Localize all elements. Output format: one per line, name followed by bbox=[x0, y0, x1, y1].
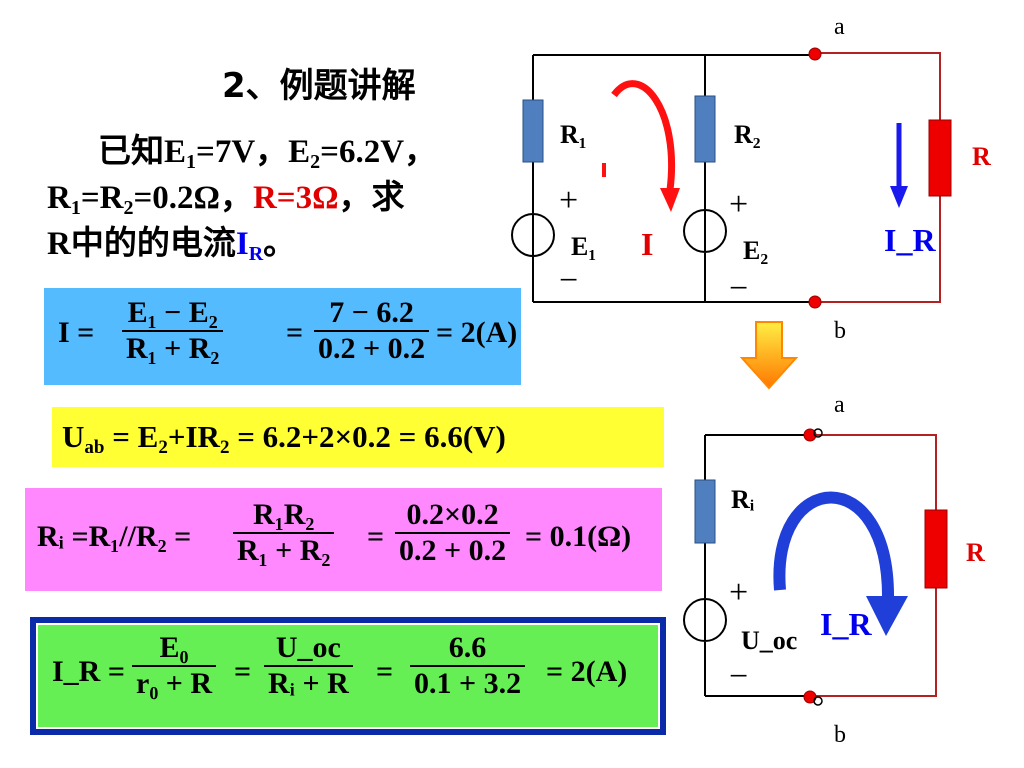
label-I: I bbox=[641, 226, 654, 262]
resistor-R-load bbox=[924, 509, 948, 589]
label-R1: R₁ bbox=[560, 120, 587, 149]
formula4-equals-2: = bbox=[376, 655, 394, 688]
given-resistance: R=3Ω bbox=[252, 180, 339, 216]
label-E2: E₂ bbox=[743, 236, 769, 265]
transform-arrow-down bbox=[739, 321, 799, 390]
formula3-equals: = bbox=[367, 520, 385, 553]
circuit-1 bbox=[511, 47, 952, 309]
label-R2: R₂ bbox=[734, 120, 761, 149]
problem-line-2: R1=R2=0.2Ω，R=3Ω，求 bbox=[47, 180, 405, 219]
label-Ri: Rᵢ bbox=[731, 485, 755, 514]
label-R-load: R bbox=[966, 538, 985, 567]
node-label-a-1: a bbox=[834, 14, 845, 40]
plus-E1: + bbox=[559, 182, 579, 219]
formula4-equals-1: = bbox=[234, 655, 252, 688]
label-E1: E₁ bbox=[571, 232, 597, 261]
node-label-a-2: a bbox=[834, 392, 845, 418]
target-current: IR bbox=[235, 226, 264, 265]
formula1-result: = 2(A) bbox=[436, 316, 518, 349]
load-current-arc-arrow bbox=[773, 491, 895, 601]
resistor-R2 bbox=[694, 95, 716, 163]
label-IR-1: I_R bbox=[884, 222, 936, 258]
terminal-a-1 bbox=[808, 47, 822, 61]
formula1-lhs: I = bbox=[58, 316, 95, 349]
slide-title: 2、例题讲解 bbox=[222, 66, 416, 106]
formula4-lhs: I_R = bbox=[52, 655, 125, 688]
minus-Uoc: − bbox=[729, 658, 749, 695]
formula4-result: = 2(A) bbox=[546, 655, 628, 688]
problem-line-1: 已知E1=7V，E2=6.2V， bbox=[98, 134, 438, 173]
minus-E1: − bbox=[559, 262, 579, 299]
terminal-a-2 bbox=[803, 428, 817, 442]
loop-current-arrow bbox=[611, 80, 675, 191]
resistor-R bbox=[928, 119, 952, 197]
terminal-b-1 bbox=[808, 295, 822, 309]
plus-E2: + bbox=[729, 186, 749, 223]
resistor-Ri bbox=[694, 479, 716, 544]
node-label-b-2: b bbox=[834, 722, 846, 748]
problem-line-3: R中的的电流IR。 bbox=[47, 226, 297, 265]
plus-Uoc: + bbox=[729, 574, 749, 611]
formula2-text: Uab = E2+IR2 = 6.2+2×0.2 = 6.6(V) bbox=[62, 419, 506, 458]
formula1-equals: = bbox=[286, 316, 304, 349]
node-label-b-1: b bbox=[834, 318, 846, 344]
formula3-result: = 0.1(Ω) bbox=[525, 520, 632, 553]
label-IR-2: I_R bbox=[820, 606, 872, 642]
resistor-R1 bbox=[522, 99, 544, 163]
label-R: R bbox=[972, 142, 991, 171]
formula-box-voltage-Uab: Uab = E2+IR2 = 6.2+2×0.2 = 6.6(V) bbox=[52, 407, 664, 467]
label-Uoc: U_oc bbox=[741, 626, 798, 655]
circuit-2 bbox=[683, 428, 948, 706]
minus-E2: − bbox=[729, 270, 749, 307]
formula3-lhs: Rᵢ =R₁//R₂ = bbox=[37, 520, 192, 553]
